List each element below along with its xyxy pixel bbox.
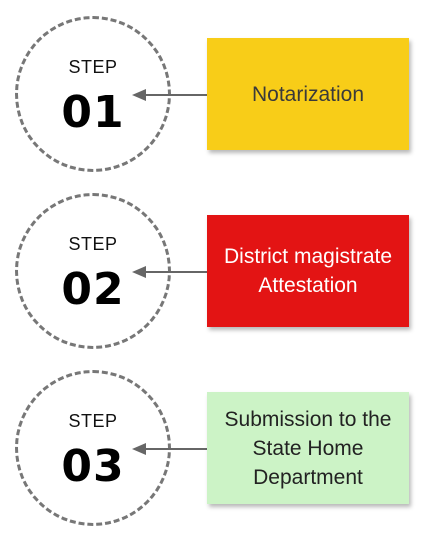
arrow-left-icon (132, 89, 210, 101)
step-circle-3: STEP 03 (15, 370, 171, 526)
arrow-left-icon (132, 443, 210, 455)
step-label: Submission to the State Home Department (224, 407, 392, 489)
step-number: 02 (61, 264, 125, 315)
step-row-2: STEP 02 District magistrate Attestation (0, 187, 423, 357)
step-number: 01 (61, 87, 125, 138)
step-label: District magistrate Attestation (223, 245, 393, 297)
step-row-1: STEP 01 Notarization (0, 10, 423, 180)
arrow-left-icon (132, 266, 210, 278)
step-word: STEP (68, 234, 118, 254)
step-word: STEP (68, 411, 118, 431)
step-number: 03 (61, 441, 125, 492)
step-note-1: Notarization (207, 38, 409, 150)
step-word: STEP (68, 57, 118, 77)
step-row-3: STEP 03 Submission to the State Home Dep… (0, 364, 423, 534)
step-note-2: District magistrate Attestation (207, 215, 409, 327)
step-note-3: Submission to the State Home Department (207, 392, 409, 504)
step-label: Notarization (251, 82, 365, 106)
